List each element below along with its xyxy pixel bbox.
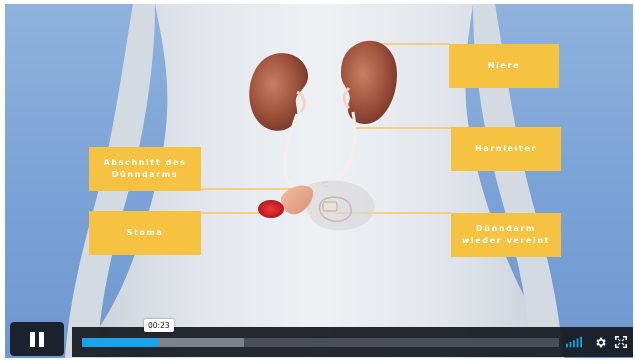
- current-time-tooltip: 00:23: [144, 319, 174, 332]
- settings-button[interactable]: [592, 333, 608, 351]
- callout-duenndarm-vereint: Dünndarm wieder vereint: [451, 213, 561, 257]
- video-frame[interactable]: Niere Harnleiter Abschnitt des Dünndarms…: [5, 4, 633, 358]
- rejoined-bowel: [323, 202, 337, 211]
- pause-icon: [28, 332, 46, 347]
- gear-icon: [594, 336, 607, 349]
- player-controls: [0, 318, 635, 360]
- stoma: [258, 200, 284, 218]
- callout-abschnitt-duenndarm: Abschnitt des Dünndarms: [89, 147, 201, 191]
- progress-track[interactable]: [81, 337, 560, 348]
- callout-harnleiter: Harnleiter: [451, 127, 561, 171]
- played-bar: [82, 338, 158, 347]
- volume-icon: [566, 336, 582, 348]
- pause-button[interactable]: [10, 322, 64, 356]
- fullscreen-icon: [615, 336, 627, 348]
- callout-niere: Niere: [449, 44, 559, 88]
- fullscreen-button[interactable]: [613, 333, 629, 351]
- volume-button[interactable]: [566, 333, 582, 351]
- callout-stoma: Stoma: [89, 211, 201, 255]
